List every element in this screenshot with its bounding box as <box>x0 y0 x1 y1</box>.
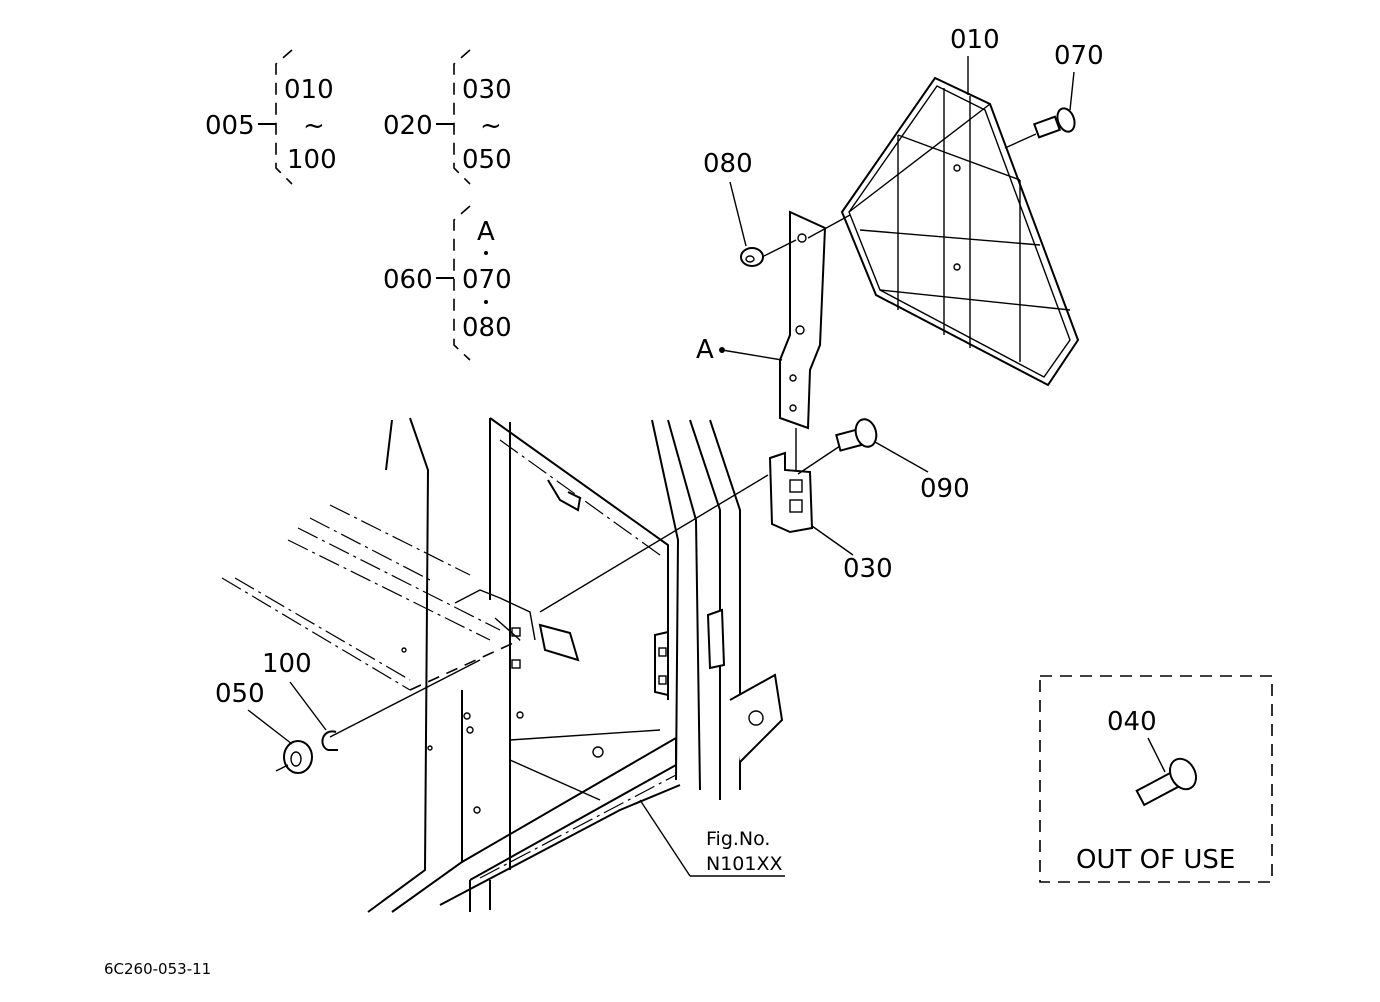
part-080-nut <box>740 247 764 267</box>
part-010-guard-grille <box>840 76 1080 387</box>
group-060-item-070: 070 <box>462 265 512 295</box>
group-020-last-label: 050 <box>462 145 512 175</box>
out-of-use-label: OUT OF USE <box>1076 845 1235 875</box>
callout-080-label: 080 <box>703 149 753 179</box>
machine-frame <box>221 417 784 913</box>
callout-040-label: 040 <box>1107 707 1157 737</box>
callout-100: 100 <box>262 649 327 731</box>
callout-a-label: A <box>696 335 714 365</box>
callout-010-label: 010 <box>950 25 1000 55</box>
group-005-first-label: 010 <box>284 75 334 105</box>
part-040-bolt <box>1135 757 1197 807</box>
callout-050-label: 050 <box>215 679 265 709</box>
group-legend-060: 060 A 070 080 <box>383 205 512 361</box>
group-020-range-sign: ~ <box>480 111 502 141</box>
part-090-bolt <box>797 418 878 475</box>
out-of-use-box: 040 OUT OF USE <box>1039 675 1273 883</box>
group-legend-020: 020 030 ~ 050 <box>383 49 512 185</box>
figref-line2: N101XX <box>706 853 783 875</box>
group-060-parent-label: 060 <box>383 265 433 295</box>
group-060-item-a: A <box>477 217 495 247</box>
group-020-parent-label: 020 <box>383 111 433 141</box>
callout-a: A <box>696 335 783 365</box>
callout-090-label: 090 <box>920 474 970 504</box>
callout-050: 050 <box>215 679 293 745</box>
figure-reference: Fig.No. N101XX <box>639 799 785 877</box>
callout-090: 090 <box>874 441 970 504</box>
group-005-range-sign: ~ <box>303 111 325 141</box>
group-060-item-080: 080 <box>462 313 512 343</box>
drawing-code: 6C260-053-11 <box>104 960 211 978</box>
callout-080: 080 <box>703 149 753 247</box>
callout-030-label: 030 <box>843 554 893 584</box>
group-005-parent-label: 005 <box>205 111 255 141</box>
callout-070: 070 <box>1054 41 1104 111</box>
bracket-a <box>763 210 851 430</box>
callout-030: 030 <box>811 525 893 584</box>
callout-070-label: 070 <box>1054 41 1104 71</box>
callout-010: 010 <box>950 25 1000 95</box>
group-legend-005: 005 010 ~ 100 <box>205 49 337 185</box>
figref-line1: Fig.No. <box>706 828 770 850</box>
part-030-hinge-plate <box>768 428 814 534</box>
group-020-first-label: 030 <box>462 75 512 105</box>
part-070-bolt <box>1004 107 1076 149</box>
part-050-washer <box>275 740 313 774</box>
callout-100-label: 100 <box>262 649 312 679</box>
group-005-last-label: 100 <box>287 145 337 175</box>
part-100-spring-washer <box>321 730 338 751</box>
